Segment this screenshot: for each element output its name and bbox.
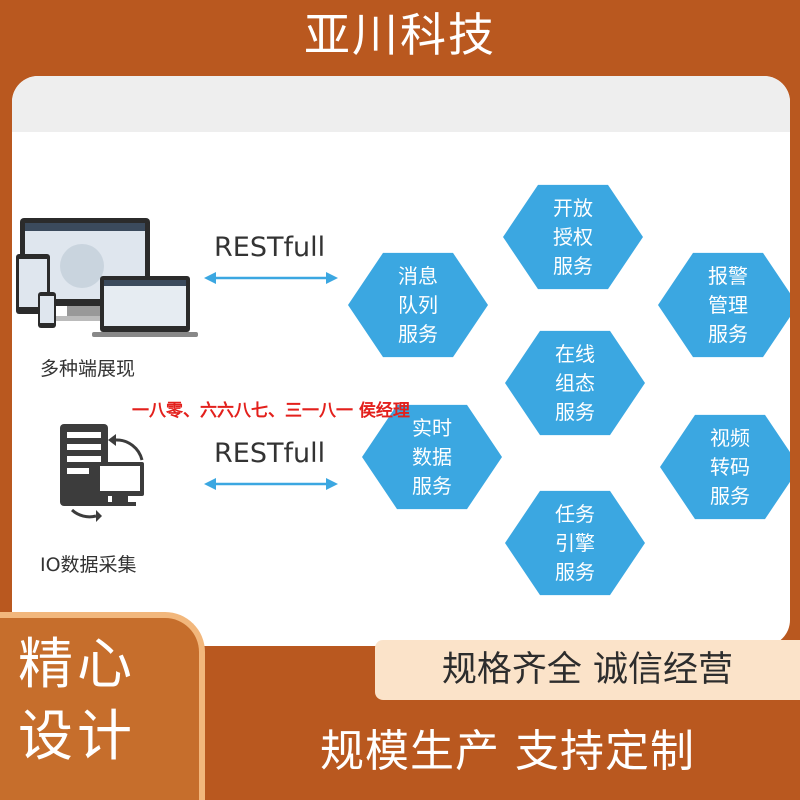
corner-panel <box>0 612 205 800</box>
slogan-quality: 规格齐全 诚信经营 <box>441 650 734 690</box>
corner-text: 精心 设计 <box>18 628 188 772</box>
endpoint-label-multi-terminal: 多种端展现 <box>40 358 136 380</box>
architecture-diagram: 开放授权服务消息队列服务报警管理服务在线组态服务实时数据服务视频转码服务任务引擎… <box>16 184 790 596</box>
hexagon-label-line: 组态 <box>555 371 595 395</box>
hexagon-shape <box>505 490 645 596</box>
hexagon-label-line: 授权 <box>553 225 593 249</box>
hexagon-shape <box>658 252 790 358</box>
hexagon-shape <box>660 414 790 520</box>
service-hexagons: 开放授权服务消息队列服务报警管理服务在线组态服务实时数据服务视频转码服务任务引擎… <box>348 184 790 596</box>
rest-label-top: RESTfull <box>214 232 326 263</box>
hexagon-label-line: 服务 <box>555 400 595 424</box>
server-sync-icon <box>60 424 144 522</box>
endpoint-label-io-collection: IO数据采集 <box>40 554 137 576</box>
hexagon-label-line: 服务 <box>553 254 593 278</box>
hexagon-label-line: 消息 <box>398 264 438 288</box>
hexagon-label-line: 队列 <box>398 293 438 317</box>
hexagon-label-line: 转码 <box>710 455 750 479</box>
hexagon-label-line: 服务 <box>708 322 748 346</box>
hexagon-label-line: 开放 <box>553 196 593 220</box>
hexagon-label-line: 服务 <box>710 484 750 508</box>
hexagon-label-line: 服务 <box>412 474 452 498</box>
corner-line-2: 设计 <box>18 704 137 768</box>
hexagon-label-line: 服务 <box>555 560 595 584</box>
hexagon-label-line: 数据 <box>412 445 452 469</box>
hexagon-label-line: 引擎 <box>555 531 595 555</box>
corner-line-1: 精心 <box>18 632 137 696</box>
rest-arrow-bottom <box>204 478 338 490</box>
hexagon-label-line: 在线 <box>555 342 595 366</box>
hexagon-label-line: 任务 <box>555 502 595 526</box>
devices-icon <box>16 218 198 337</box>
hexagon-label-line: 实时 <box>412 416 452 440</box>
contact-overlay-text: 一八零、六六八七、三一八一 侯经理 <box>132 401 410 421</box>
hexagon-label-line: 服务 <box>398 322 438 346</box>
slogan-production: 规模生产 支持定制 <box>320 726 695 777</box>
hexagon-label-line: 视频 <box>710 426 750 450</box>
hexagon-shape <box>503 184 643 290</box>
card-top-band <box>12 76 790 132</box>
hexagon-shape <box>505 330 645 436</box>
diagram-card: 开放授权服务消息队列服务报警管理服务在线组态服务实时数据服务视频转码服务任务引擎… <box>12 76 790 646</box>
hexagon-shape <box>362 404 502 510</box>
hexagon-label-line: 报警 <box>708 264 748 288</box>
rest-arrow-top <box>204 272 338 284</box>
hexagon-shape <box>348 252 488 358</box>
brand-title: 亚川科技 <box>304 8 496 62</box>
rest-label-bottom: RESTfull <box>214 438 326 469</box>
hexagon-label-line: 管理 <box>708 293 748 317</box>
slogan-box <box>375 640 800 700</box>
